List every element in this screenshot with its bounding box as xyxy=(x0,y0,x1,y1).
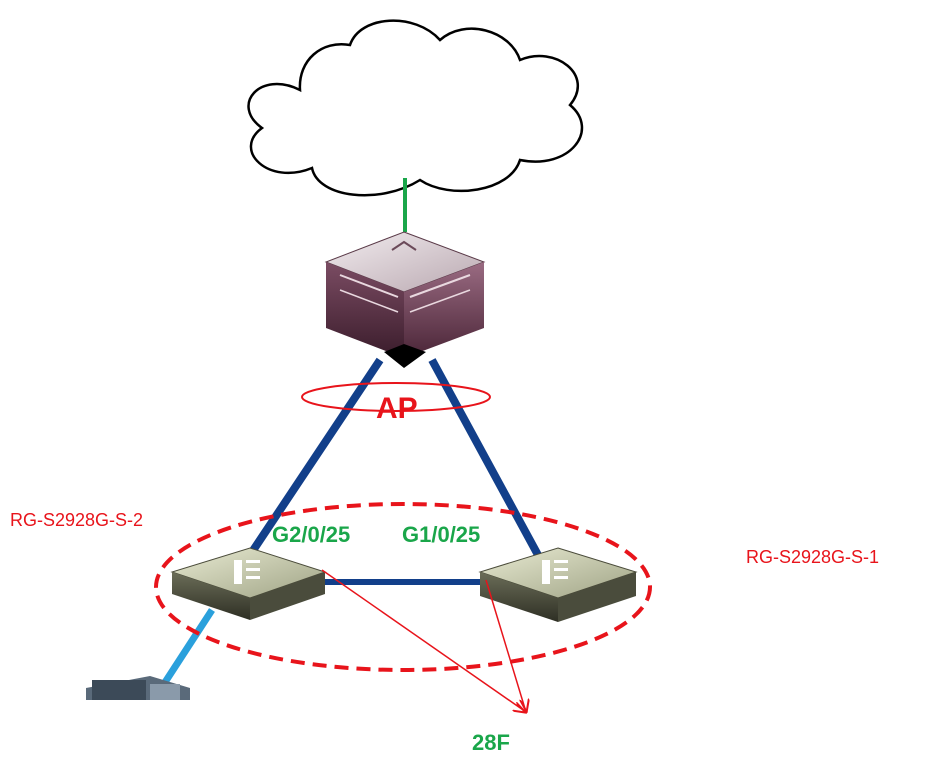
switch-right-label: RG-S2928G-S-1 xyxy=(746,547,879,567)
ap-label: AP xyxy=(376,392,418,425)
trunk-link-right xyxy=(428,358,542,557)
switch-left-label: RG-S2928G-S-2 xyxy=(10,510,143,530)
cloud-icon xyxy=(247,19,584,197)
ap-aggregation-ellipse xyxy=(301,382,491,412)
switch-icon xyxy=(170,547,327,620)
access-link xyxy=(157,608,215,692)
arrow-right-to-28f xyxy=(485,579,526,712)
switch-icon xyxy=(478,547,638,622)
floor-label: 28F xyxy=(472,730,510,755)
port-right-label: G1/0/25 xyxy=(402,522,480,547)
port-left-label: G2/0/25 xyxy=(272,522,350,547)
arrow-left-to-28f xyxy=(321,569,526,712)
core-switch-icon xyxy=(324,231,486,368)
stack-group-ellipse xyxy=(154,502,652,672)
trunk-link-left xyxy=(246,357,384,558)
server-icon xyxy=(86,676,190,700)
